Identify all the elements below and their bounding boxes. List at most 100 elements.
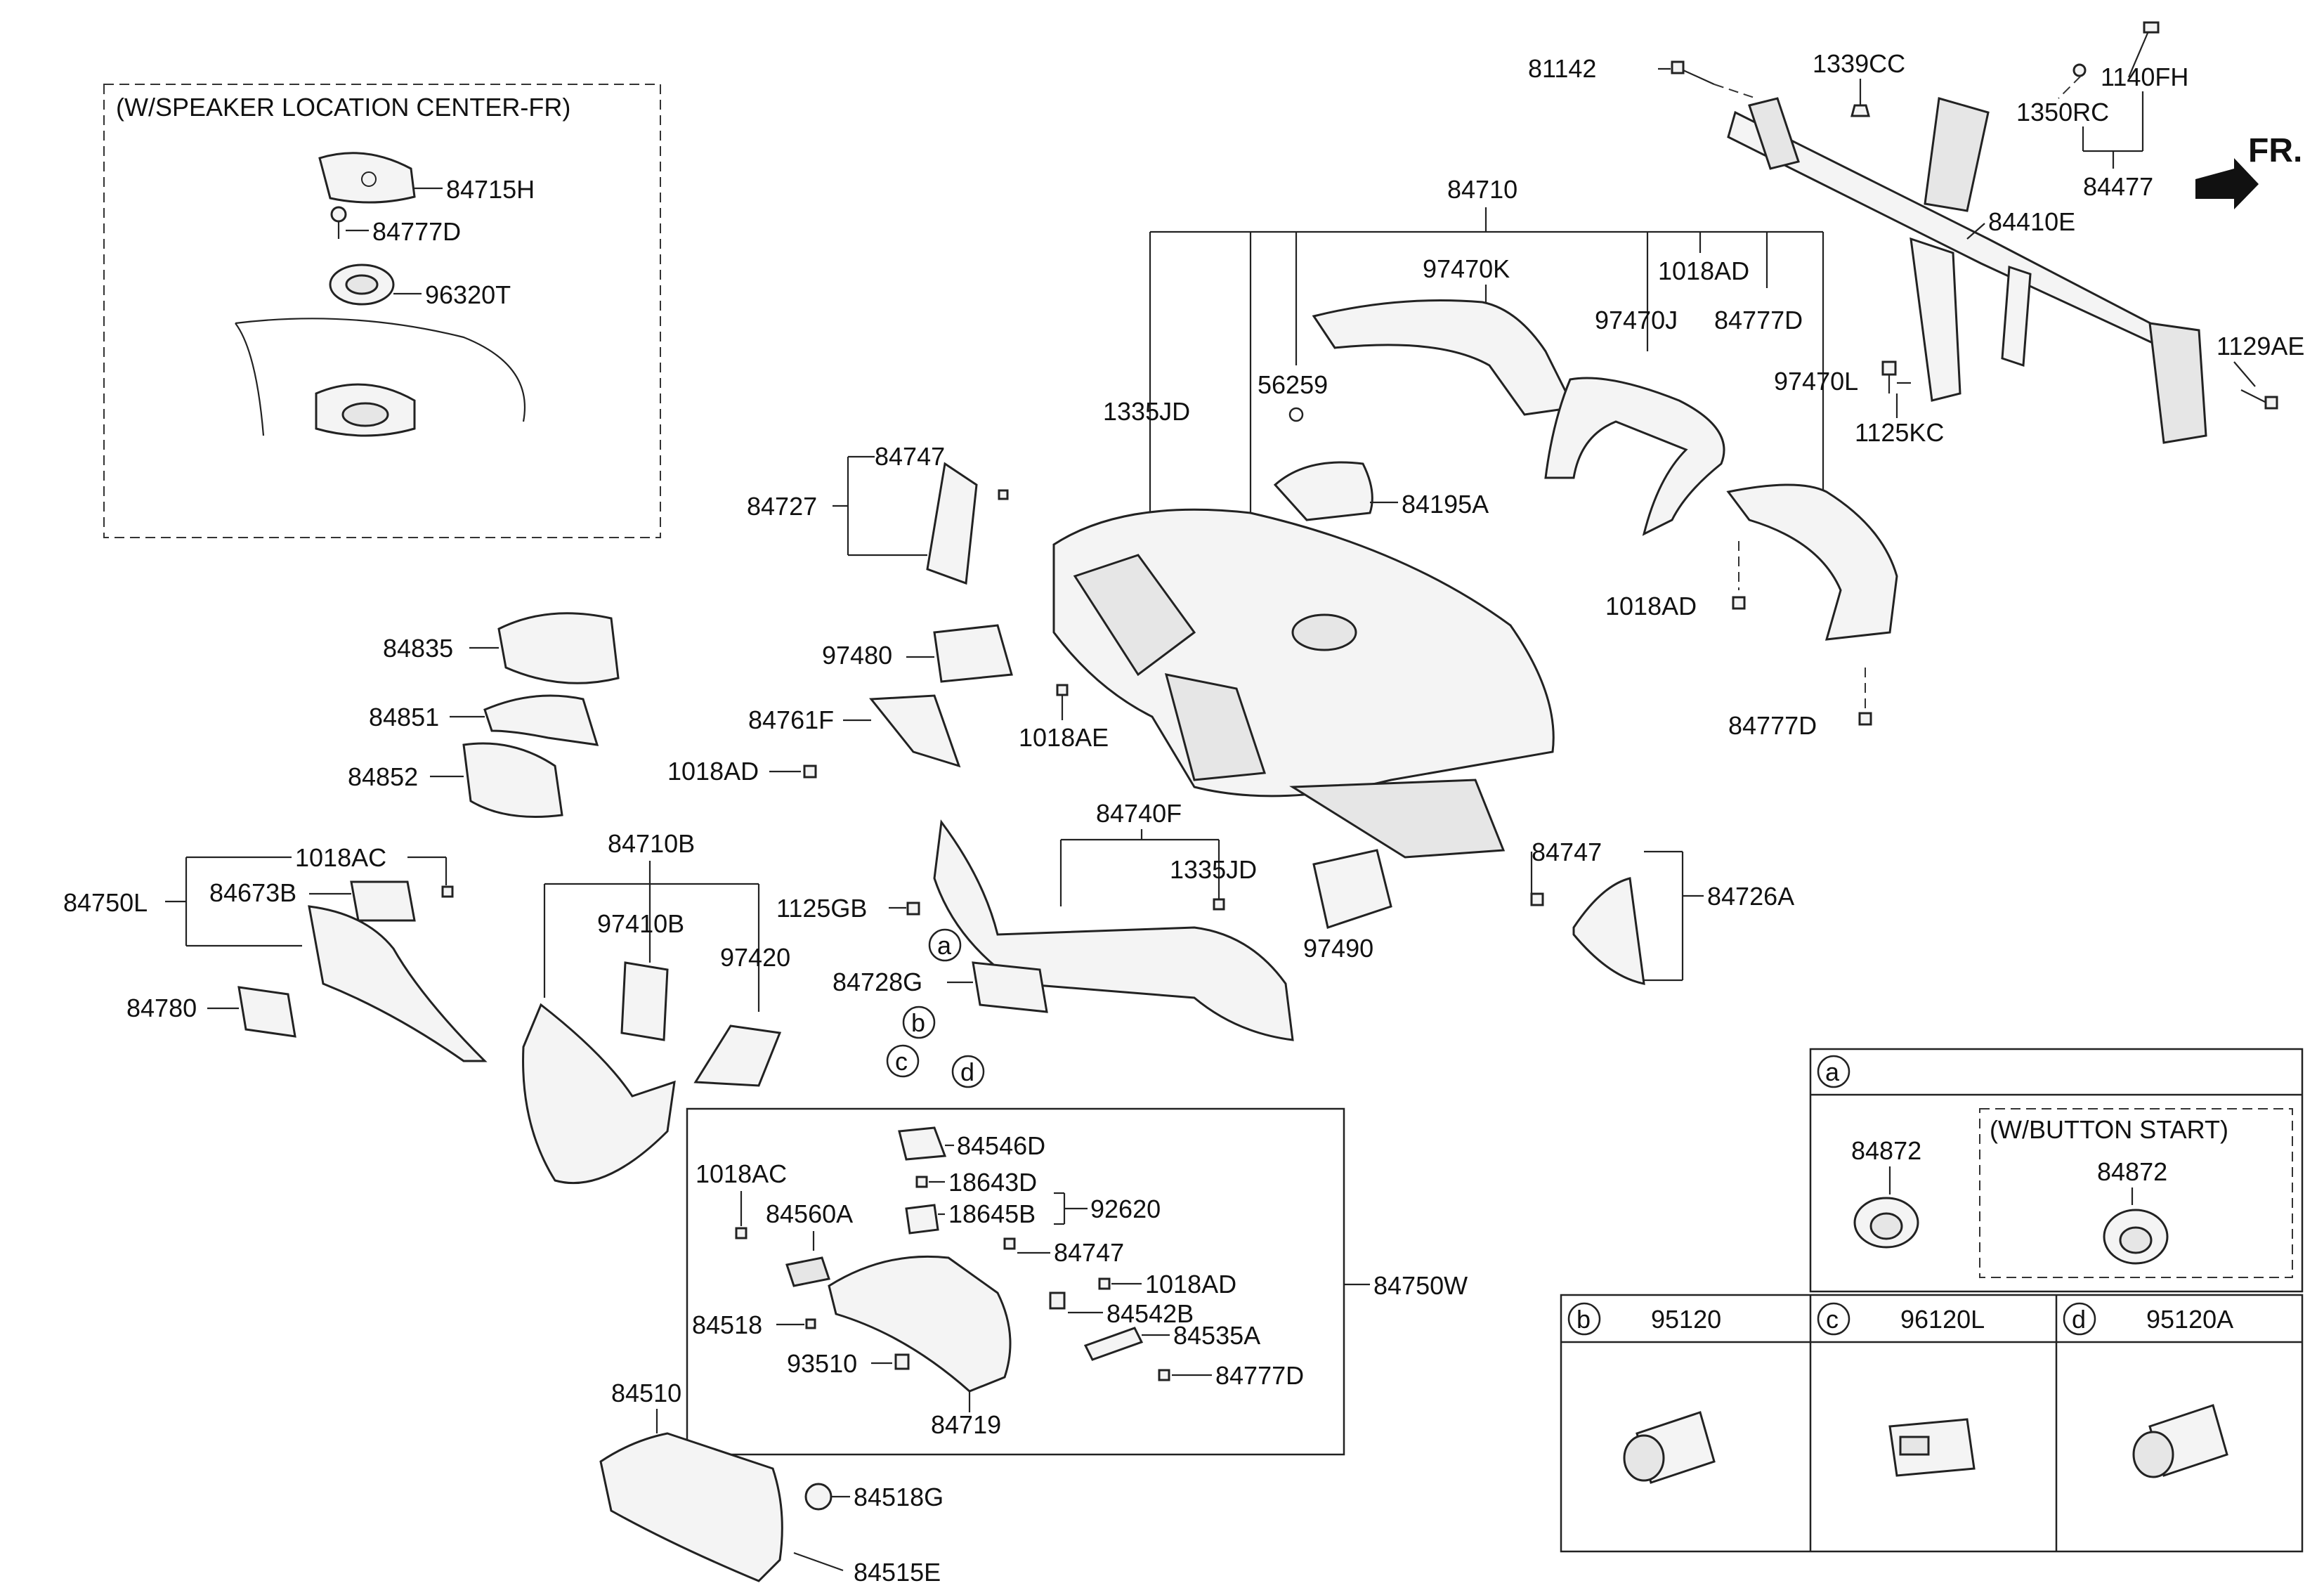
shroud-84852-icon	[462, 742, 563, 818]
callout-b-letter: b	[911, 1008, 925, 1037]
label-97480: 97480	[822, 641, 892, 670]
label-97470K: 97470K	[1423, 254, 1510, 283]
callout-b: b	[902, 1005, 936, 1039]
callout-d: d	[951, 1055, 985, 1088]
label-84750W: 84750W	[1373, 1271, 1468, 1300]
label-97470J: 97470J	[1595, 306, 1678, 334]
cover-84780-icon	[237, 986, 296, 1038]
glovebox-group: 84750W 84546D 18643D 18645B 92620 1018AC…	[686, 1107, 1468, 1456]
duct-97470L-icon	[1726, 483, 1898, 641]
label-84728G: 84728G	[833, 968, 922, 996]
glovebox-border	[686, 1107, 1345, 1456]
panel-84728G-icon	[972, 961, 1048, 1013]
label-84740F: 84740F	[1096, 799, 1182, 828]
label-84710: 84710	[1447, 175, 1517, 204]
label-1335JD-mid: 1335JD	[1170, 855, 1257, 884]
cover-84195A-icon	[1273, 461, 1373, 521]
label-84560A: 84560A	[766, 1199, 853, 1228]
label-84747-a: 84747	[875, 442, 945, 471]
bezel-84673B-icon	[350, 880, 416, 922]
bezel-84710B-icon	[522, 1003, 676, 1185]
main-dash-panel	[1052, 508, 1555, 859]
label-1018AD-right: 1018AD	[1605, 592, 1697, 620]
front-arrow-icon	[2195, 158, 2259, 209]
glovebox-bin-icon	[599, 1432, 783, 1582]
speaker-inset-title: (W/SPEAKER LOCATION CENTER-FR)	[116, 93, 570, 122]
legend-a-border	[1809, 1048, 2304, 1293]
legend-a-subtitle: (W/BUTTON START)	[1990, 1115, 2228, 1144]
label-84727: 84727	[747, 492, 817, 521]
duct-97470J-icon	[1544, 377, 1725, 536]
label-1140FH: 1140FH	[2101, 63, 2188, 91]
panel-84740F-icon	[933, 819, 1294, 1041]
label-84777D-inset: 84777D	[372, 217, 461, 246]
label-84518G: 84518G	[854, 1483, 944, 1511]
label-18643D: 18643D	[948, 1168, 1037, 1197]
label-84726A: 84726A	[1707, 882, 1794, 911]
duct-group: 84710 97470K 1018AD 84777D 97470J 97470L…	[1103, 175, 1898, 740]
cover-84727-icon	[926, 462, 978, 585]
crossbar-assembly: 81142 1339CC 1140FH 1350RC 84477 84410E …	[1528, 21, 2304, 447]
vent-97490-icon	[1312, 849, 1392, 929]
label-1018AC-a: 1018AC	[295, 843, 386, 872]
label-84852: 84852	[348, 762, 418, 791]
label-1018AE: 1018AE	[1019, 723, 1109, 752]
label-84777D-right: 84777D	[1728, 711, 1817, 740]
speaker-inset: (W/SPEAKER LOCATION CENTER-FR) 84715H 84…	[103, 84, 661, 538]
vent-97480-icon	[933, 624, 1013, 683]
label-84780: 84780	[126, 994, 197, 1022]
label-84777D-top: 84777D	[1714, 306, 1803, 334]
label-84542B: 84542B	[1106, 1299, 1194, 1328]
label-84535A: 84535A	[1173, 1321, 1260, 1350]
legend-b-key: b	[1576, 1305, 1591, 1334]
label-81142: 81142	[1528, 54, 1596, 83]
label-97410B: 97410B	[597, 909, 684, 938]
label-92620: 92620	[1090, 1195, 1161, 1223]
legend-d-part: 95120A	[2146, 1305, 2233, 1334]
label-96320T: 96320T	[425, 280, 511, 309]
shroud-84851-icon	[483, 694, 599, 746]
label-1018AC-b: 1018AC	[696, 1159, 787, 1188]
cover-84835-icon	[497, 612, 620, 684]
label-84546D: 84546D	[957, 1131, 1045, 1160]
cover-84761F-icon	[869, 694, 961, 768]
glovebox-bin: 84510 84518G 84515E	[599, 1379, 944, 1587]
cover-84726A-icon	[1572, 877, 1645, 985]
label-1339CC: 1339CC	[1813, 49, 1905, 78]
label-84715H: 84715H	[446, 175, 535, 204]
screw-icon	[330, 206, 347, 223]
label-84510: 84510	[611, 1379, 681, 1407]
label-84761F: 84761F	[748, 705, 834, 734]
legend-a-part-standard: 84872	[1851, 1136, 1921, 1165]
legend-a-key: a	[1825, 1057, 1840, 1086]
label-84747-b: 84747	[1532, 838, 1602, 866]
label-1125KC: 1125KC	[1855, 418, 1944, 447]
label-1129AE: 1129AE	[2217, 332, 2304, 360]
label-84777D-glove: 84777D	[1215, 1361, 1304, 1390]
vent-97420-icon	[693, 1024, 782, 1087]
latch-84560A-icon	[785, 1256, 830, 1287]
label-84410E: 84410E	[1988, 207, 2075, 236]
label-1335JD-top: 1335JD	[1103, 397, 1190, 426]
callout-d-letter: d	[960, 1057, 974, 1086]
speaker-cover-grille	[361, 171, 377, 187]
legend-d-key: d	[2072, 1305, 2086, 1334]
label-84750L: 84750L	[63, 888, 148, 917]
legend-bcd-border	[1560, 1294, 2304, 1553]
callout-a: a	[928, 928, 962, 962]
legend-table: a 84872 (W/BUTTON START) 84872 b 95120 c…	[1560, 1048, 2304, 1553]
label-84710B: 84710B	[608, 829, 695, 858]
legend-b-part: 95120	[1651, 1305, 1721, 1334]
speaker-inset-border	[103, 84, 661, 538]
switch-84546D-icon	[898, 1126, 947, 1161]
front-label: FR.	[2248, 132, 2302, 169]
legend-c-part: 96120L	[1900, 1305, 1985, 1334]
label-84673B: 84673B	[209, 878, 296, 907]
label-84747-c: 84747	[1054, 1238, 1124, 1267]
legend-a-button-start-border	[1979, 1108, 2293, 1278]
label-84835: 84835	[383, 634, 453, 663]
lower-center: 84740F 1335JD 1125GB a 84728G b c d	[776, 799, 1794, 1088]
label-97490: 97490	[1303, 934, 1373, 963]
label-1018AD-top: 1018AD	[1658, 256, 1749, 285]
